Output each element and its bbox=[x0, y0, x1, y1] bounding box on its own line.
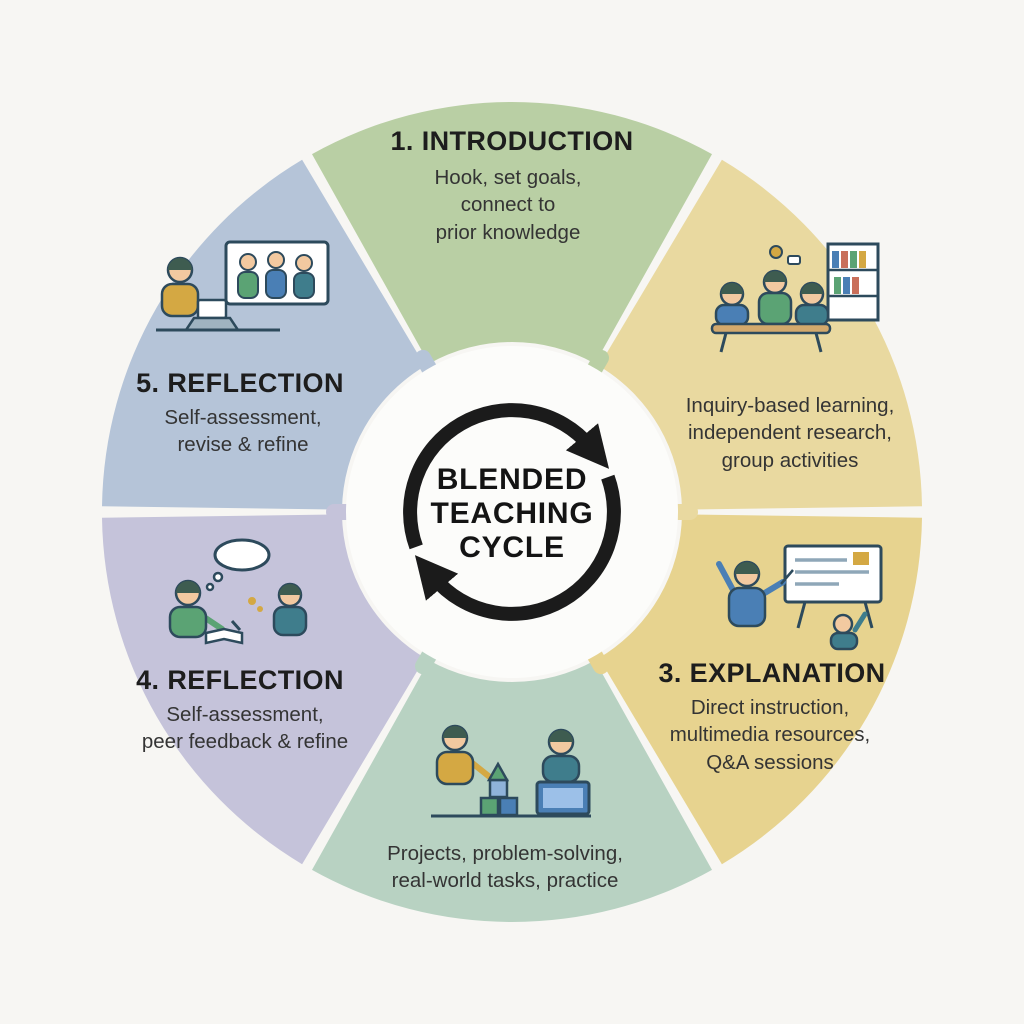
center-title-line1: BLENDED bbox=[436, 463, 588, 497]
segment-explanation-heading: 3. EXPLANATION bbox=[658, 658, 886, 688]
segment-explanation-description: Direct instruction, multimedia resources… bbox=[669, 696, 871, 774]
segment-reflection-5-heading: 5. REFLECTION bbox=[136, 368, 344, 398]
segment-inquiry-description: Inquiry-based learning, independent rese… bbox=[685, 394, 895, 472]
peer-figure bbox=[248, 582, 308, 637]
segment-reflection-4-description: Self-assessment, peer feedback & refine bbox=[141, 703, 349, 754]
bookshelf bbox=[826, 242, 880, 322]
person-at-laptop bbox=[156, 256, 280, 332]
writer-figure bbox=[168, 579, 244, 645]
hands-on-practice-icon bbox=[431, 724, 591, 818]
segment-introduction-heading: 1. INTRODUCTION bbox=[390, 126, 634, 156]
center-title-line3: CYCLE bbox=[459, 530, 565, 564]
computer-user-figure bbox=[535, 728, 591, 816]
group-study-icon bbox=[710, 242, 880, 353]
study-group bbox=[710, 245, 832, 353]
builder-figure bbox=[435, 724, 494, 786]
center-title-line2: TEACHING bbox=[430, 497, 594, 531]
video-screen bbox=[224, 240, 330, 306]
self-assessment-icon bbox=[168, 538, 308, 645]
video-call-icon bbox=[156, 240, 330, 332]
thought-bubble bbox=[205, 538, 271, 592]
teacher-figure bbox=[716, 560, 794, 628]
segment-practice bbox=[312, 660, 712, 922]
whiteboard bbox=[783, 544, 883, 629]
segment-introduction bbox=[312, 102, 712, 364]
segment-practice-description: Projects, problem-solving, real-world ta… bbox=[387, 842, 623, 893]
segment-introduction-description: Hook, set goals, connect to prior knowle… bbox=[434, 166, 582, 244]
cycle-arrow-bottom bbox=[414, 474, 621, 621]
cycle-arrows-icon bbox=[403, 403, 621, 621]
segment-reflection-4-heading: 4. REFLECTION bbox=[136, 665, 344, 695]
whiteboard-lecture-icon bbox=[716, 544, 883, 651]
center-title: BLENDED TEACHING CYCLE bbox=[430, 463, 593, 565]
segment-reflection-5-description: Self-assessment, revise & refine bbox=[164, 406, 322, 457]
student-figure bbox=[829, 611, 868, 651]
cycle-arrow-top bbox=[403, 403, 610, 550]
segment-reflection-5 bbox=[102, 159, 425, 510]
segment-inquiry bbox=[599, 159, 922, 510]
building-blocks bbox=[479, 761, 519, 817]
